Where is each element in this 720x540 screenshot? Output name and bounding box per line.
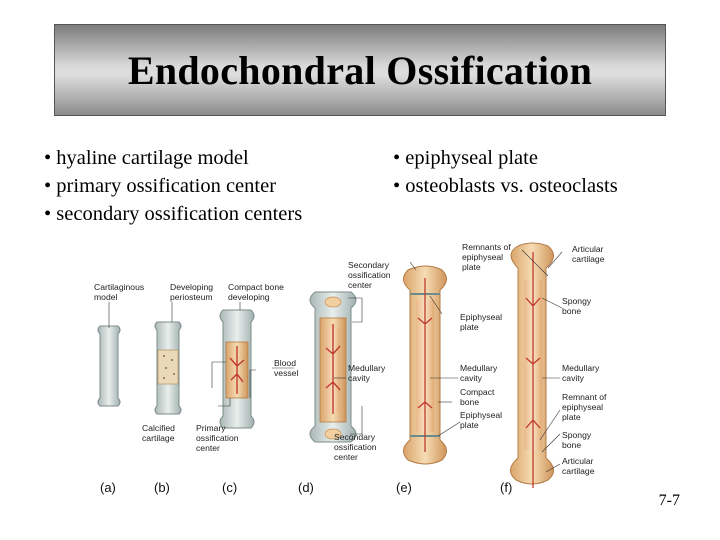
leader-lines — [108, 249, 563, 473]
bullet-list-right: • epiphyseal plate • osteoblasts vs. ost… — [393, 144, 618, 200]
panel-letter-b: (b) — [154, 480, 170, 495]
stage-f-adult-bone — [510, 242, 554, 488]
panel-letter-d: (d) — [298, 480, 314, 495]
bullet-item: • secondary ossification centers — [44, 203, 303, 225]
bullet-item: • primary ossification center — [44, 175, 277, 197]
stage-a-cartilage-model — [97, 325, 121, 407]
panel-letter-e: (e) — [396, 480, 412, 495]
bullet-item: • epiphyseal plate — [393, 147, 538, 169]
panel-letter-c: (c) — [222, 480, 237, 495]
stage-d-medullary — [309, 291, 357, 443]
page-number: 7-7 — [658, 492, 680, 509]
bullet-item: • hyaline cartilage model — [44, 147, 249, 169]
panel-letter-a: (a) — [100, 480, 116, 495]
panel-letter-f: (f) — [500, 480, 512, 495]
stage-b-periosteum — [154, 321, 182, 415]
title-bar: Endochondral Ossification — [54, 24, 666, 116]
slide-title: Endochondral Ossification — [127, 47, 593, 93]
stage-e-epiphyseal-plates — [403, 265, 447, 465]
bullet-list-left: • hyaline cartilage model • primary ossi… — [44, 144, 302, 228]
bullet-item: • osteoblasts vs. osteoclasts — [393, 175, 618, 197]
stage-c-primary-center — [219, 309, 255, 429]
panel-letters: (a) (b) (c) (d) (e) (f) — [100, 480, 512, 495]
